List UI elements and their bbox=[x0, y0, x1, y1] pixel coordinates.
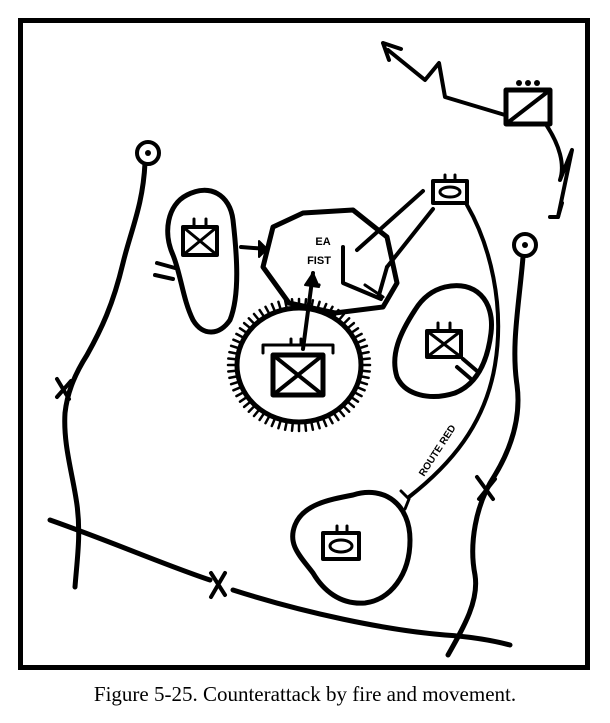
zigzag-movement-arrow bbox=[381, 41, 574, 219]
spike bbox=[337, 407, 346, 418]
spike bbox=[238, 395, 249, 403]
spike bbox=[264, 414, 272, 425]
spike bbox=[341, 317, 351, 326]
spike bbox=[349, 327, 360, 335]
spike bbox=[321, 302, 328, 314]
spike bbox=[227, 369, 239, 373]
spike bbox=[359, 369, 371, 373]
spike bbox=[321, 416, 328, 428]
spike bbox=[332, 308, 340, 319]
fist-label: FIST bbox=[307, 255, 331, 267]
spike bbox=[247, 404, 257, 413]
spike bbox=[326, 305, 334, 316]
spike bbox=[349, 395, 360, 403]
spike bbox=[247, 317, 257, 326]
spike bbox=[235, 332, 246, 340]
spike bbox=[345, 321, 356, 331]
left-boundary-line bbox=[55, 140, 161, 590]
right-boundary-line bbox=[445, 232, 538, 658]
spike bbox=[238, 327, 249, 335]
tactical-diagram: EA FIST ROUTE RED bbox=[47, 41, 574, 658]
spike bbox=[352, 390, 363, 398]
spike bbox=[270, 416, 277, 428]
position-spikes bbox=[226, 297, 372, 433]
spike bbox=[345, 399, 356, 409]
bottom-boundary-line bbox=[47, 517, 513, 648]
spike bbox=[352, 332, 363, 340]
spike bbox=[258, 411, 266, 422]
spike bbox=[277, 418, 283, 430]
diagram-frame: EA FIST ROUTE RED bbox=[18, 18, 590, 670]
spike bbox=[227, 357, 239, 361]
spike bbox=[357, 344, 369, 350]
spike bbox=[309, 419, 315, 431]
spike bbox=[309, 299, 315, 311]
spike bbox=[315, 418, 321, 430]
spike bbox=[228, 374, 240, 380]
route-start-unit bbox=[431, 173, 469, 205]
spike bbox=[264, 305, 272, 316]
spike bbox=[242, 321, 253, 331]
spike bbox=[228, 350, 240, 356]
spike bbox=[337, 312, 346, 323]
spike bbox=[232, 385, 243, 392]
spike bbox=[229, 380, 241, 386]
bottom-unit-position bbox=[290, 489, 413, 606]
spike bbox=[290, 420, 295, 432]
spike bbox=[355, 385, 366, 392]
spike bbox=[283, 299, 289, 311]
spike bbox=[358, 350, 370, 356]
engagement-area: EA FIST bbox=[260, 207, 400, 316]
spike bbox=[315, 300, 321, 312]
spike bbox=[270, 302, 277, 314]
left-platoon-position bbox=[153, 187, 269, 335]
spike bbox=[242, 399, 253, 409]
spike bbox=[277, 300, 283, 312]
spike bbox=[341, 404, 351, 413]
ea-label: EA bbox=[315, 236, 330, 248]
spike bbox=[283, 419, 289, 431]
spike bbox=[332, 411, 340, 422]
spike bbox=[359, 357, 371, 361]
spike bbox=[290, 298, 295, 310]
spike bbox=[232, 338, 243, 345]
spike bbox=[252, 407, 261, 418]
spike bbox=[358, 374, 370, 380]
spike bbox=[326, 414, 334, 425]
spike bbox=[357, 380, 369, 386]
right-platoon-position bbox=[392, 283, 494, 399]
spike bbox=[229, 344, 241, 350]
spike bbox=[235, 390, 246, 398]
spike bbox=[303, 298, 308, 310]
top-right-unit-symbol bbox=[503, 80, 553, 127]
spike bbox=[355, 338, 366, 345]
figure-caption: Figure 5-25. Counterattack by fire and m… bbox=[93, 682, 517, 706]
fortified-position bbox=[226, 271, 372, 433]
counterattack-arrows bbox=[341, 189, 435, 301]
spike bbox=[252, 312, 261, 323]
spike bbox=[258, 308, 266, 319]
spike bbox=[303, 420, 308, 432]
